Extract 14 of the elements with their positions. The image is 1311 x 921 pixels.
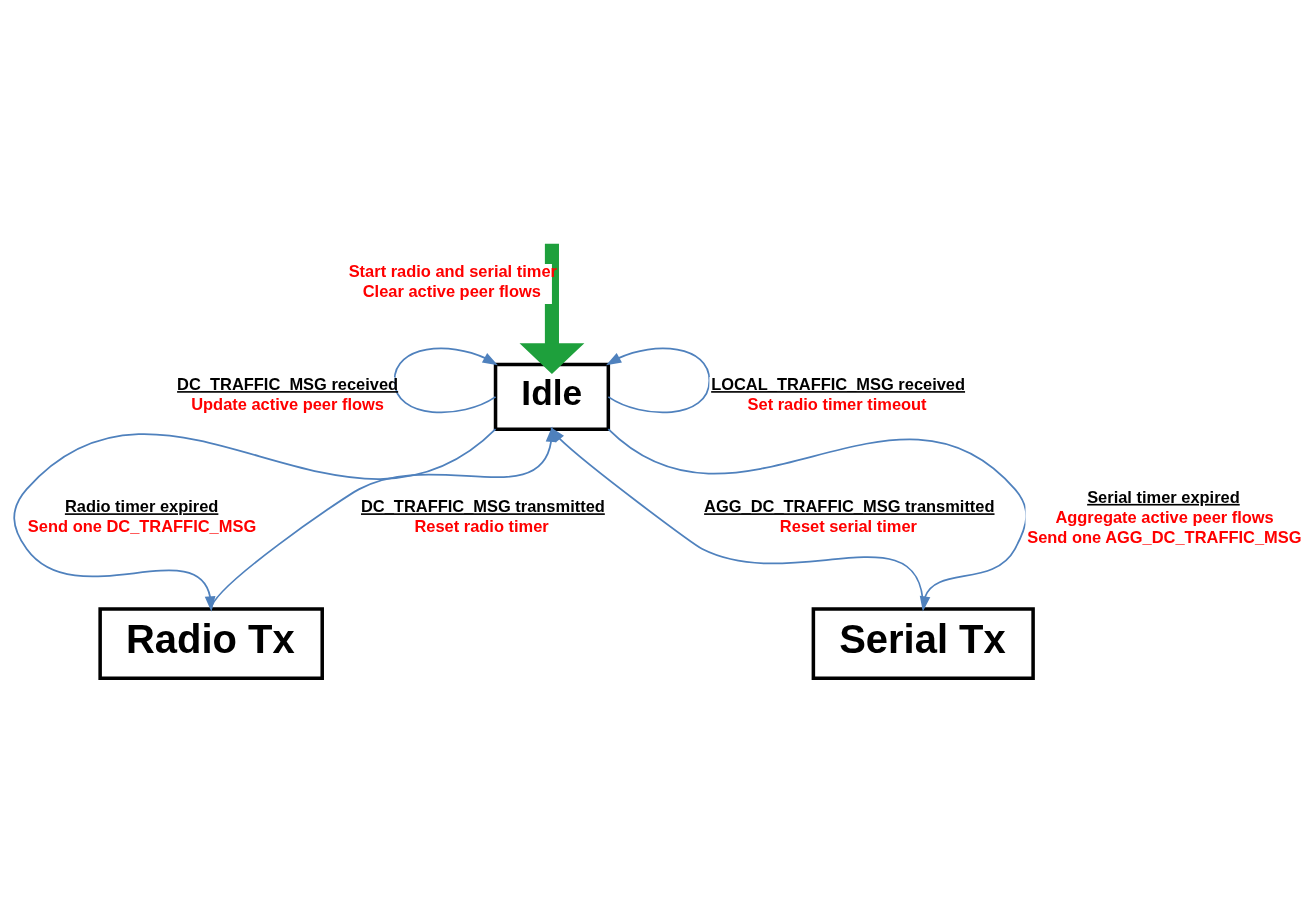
- edge-label: Send one DC_TRAFFIC_MSG: [27, 517, 257, 536]
- edge-label: Set radio timer timeout: [747, 395, 927, 414]
- edge-label: Reset radio timer: [414, 517, 549, 536]
- edge-label: Update active peer flows: [191, 395, 384, 414]
- edge-label: AGG_DC_TRAFFIC_MSG transmitted: [704, 497, 995, 516]
- edge-label: Send one AGG_DC_TRAFFIC_MSG: [1027, 527, 1302, 546]
- edge-label: Reset serial timer: [779, 517, 917, 536]
- edge-label: LOCAL_TRAFFIC_MSG received: [711, 375, 966, 394]
- edge-label: Serial timer expired: [1087, 487, 1240, 506]
- edge-label: Aggregate active peer flows: [1055, 507, 1274, 526]
- edge-label: Radio timer expired: [64, 497, 219, 516]
- edge-label: DC_TRAFFIC_MSG received: [177, 375, 399, 394]
- edge-label: DC_TRAFFIC_MSG transmitted: [361, 497, 605, 516]
- edge-label: Clear active peer flows: [362, 282, 541, 301]
